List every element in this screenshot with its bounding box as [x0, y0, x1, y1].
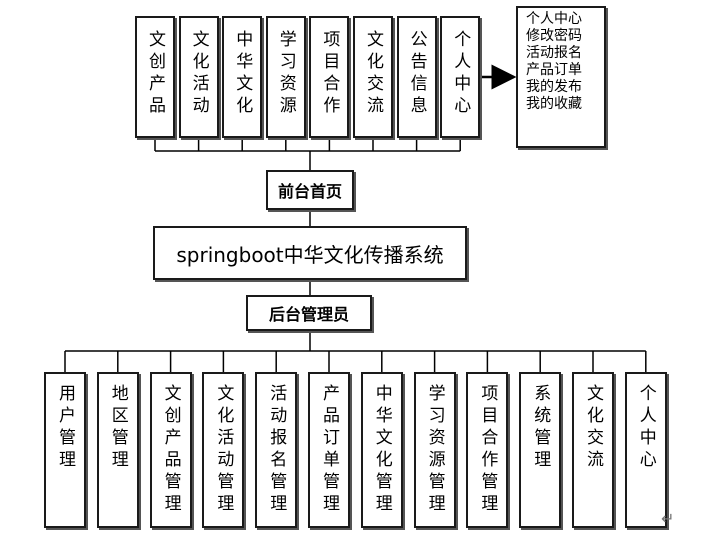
backend-module-6: 产品订单管理: [308, 372, 350, 528]
front-module-label: 学习资源: [275, 30, 296, 118]
front-module-7: 公告信息: [396, 16, 437, 138]
system-root-node: springboot中华文化传播系统: [153, 226, 467, 280]
return-mark: ↵: [661, 509, 675, 528]
front-module-label: 文化交流: [363, 30, 383, 118]
backend-module-12: 个人中心: [624, 372, 667, 528]
front-module-label: 项目合作: [319, 30, 340, 118]
backend-module-10: 系统管理: [519, 372, 562, 528]
personal-center-menu-item: 产品订单: [526, 62, 582, 78]
front-home-label: 前台首页: [277, 182, 342, 201]
personal-center-menu-item: 我的收藏: [526, 96, 582, 112]
backend-module-2: 地区管理: [96, 372, 139, 528]
front-module-8: 个人中心: [440, 16, 481, 138]
front-module-label: 个人中心: [450, 30, 471, 118]
backend-module-9: 项目合作管理: [466, 372, 509, 528]
personal-center-menu-item: 我的发布: [526, 79, 582, 95]
backend-module-label: 项目合作管理: [477, 384, 498, 516]
front-module-1: 文创产品: [135, 16, 175, 138]
backend-module-4: 文化活动管理: [202, 372, 245, 528]
backend-module-label: 用户管理: [55, 384, 75, 472]
front-module-2: 文化活动: [178, 16, 219, 138]
personal-center-menu-item: 活动报名: [526, 45, 582, 61]
personal-center-menu: 个人中心修改密码活动报名产品订单我的发布我的收藏: [516, 6, 606, 148]
backend-module-label: 地区管理: [107, 384, 128, 472]
front-module-3: 中华文化: [222, 16, 263, 138]
backend-module-11: 文化交流: [572, 372, 614, 528]
system-title: springboot中华文化传播系统: [176, 242, 444, 267]
backend-module-label: 学习资源管理: [424, 384, 445, 516]
backend-admin-label: 后台管理员: [268, 305, 349, 324]
front-module-4: 学习资源: [265, 16, 306, 138]
backend-module-5: 活动报名管理: [255, 372, 298, 528]
backend-module-3: 文创产品管理: [149, 372, 192, 528]
backend-module-label: 产品订单管理: [319, 384, 339, 516]
front-module-label: 文化活动: [188, 30, 209, 118]
backend-module-label: 文化交流: [583, 384, 603, 472]
backend-module-1: 用户管理: [44, 372, 86, 528]
front-module-6: 文化交流: [353, 16, 393, 138]
front-module-label: 文创产品: [145, 30, 165, 118]
backend-module-8: 学习资源管理: [413, 372, 456, 528]
backend-module-7: 中华文化管理: [360, 372, 403, 528]
personal-center-menu-item: 个人中心: [526, 11, 582, 27]
backend-module-label: 系统管理: [530, 384, 551, 472]
front-module-5: 项目合作: [309, 16, 350, 138]
backend-module-label: 文创产品管理: [160, 384, 181, 516]
backend-module-label: 个人中心: [635, 384, 656, 472]
backend-module-label: 活动报名管理: [266, 384, 287, 516]
personal-center-menu-item: 修改密码: [526, 28, 582, 44]
front-module-label: 中华文化: [232, 30, 253, 118]
backend-admin-node: 后台管理员: [246, 295, 372, 331]
front-module-label: 公告信息: [406, 30, 427, 118]
backend-module-label: 中华文化管理: [371, 384, 392, 516]
backend-module-label: 文化活动管理: [213, 384, 234, 516]
front-home-node: 前台首页: [266, 170, 354, 210]
